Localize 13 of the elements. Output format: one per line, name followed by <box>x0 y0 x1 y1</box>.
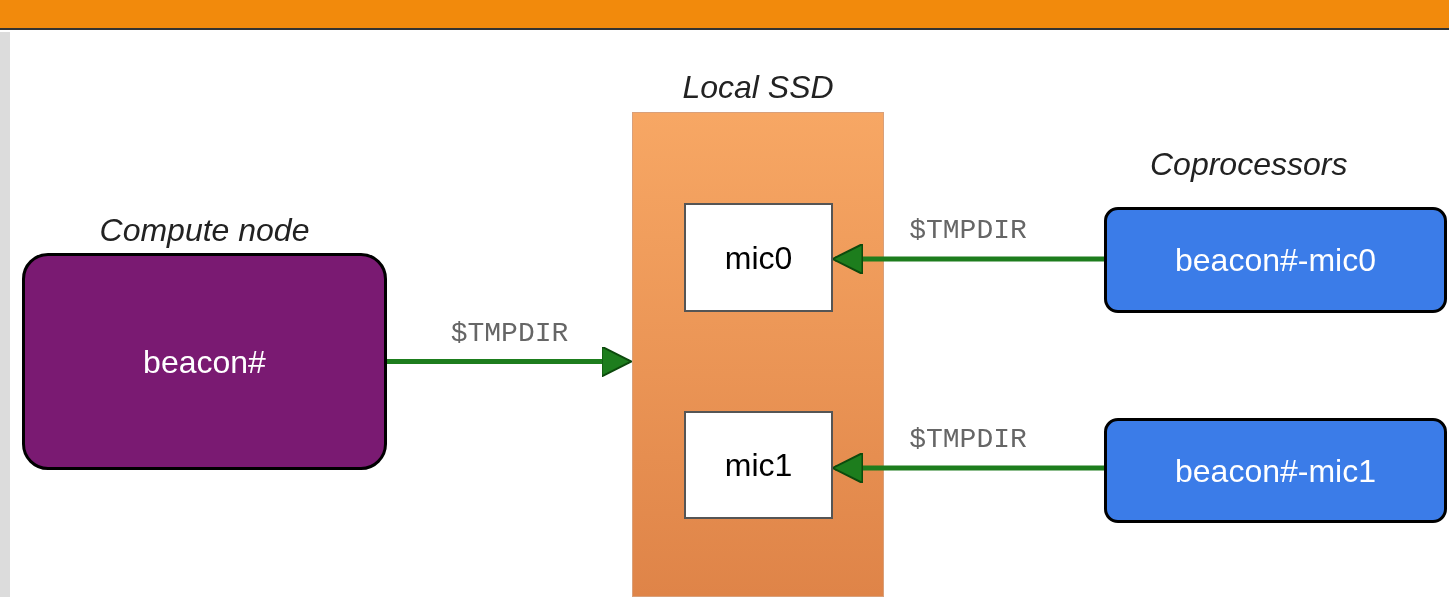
group-heading: Coprocessors <box>1150 145 1348 184</box>
heading: Local SSD <box>682 68 834 107</box>
coprocessor-box <box>1104 207 1447 313</box>
node-label: beacon#-mic1 <box>1175 451 1376 491</box>
directory-box <box>684 411 833 519</box>
coprocessor-box <box>1104 418 1447 523</box>
node-label: beacon# <box>143 342 266 382</box>
node-label: beacon#-mic0 <box>1175 241 1376 280</box>
node-label: mic0 <box>724 238 793 278</box>
node-label: mic1 <box>724 446 793 485</box>
directory-box <box>684 203 833 312</box>
heading: Compute node <box>99 211 310 250</box>
arrow <box>387 345 633 378</box>
